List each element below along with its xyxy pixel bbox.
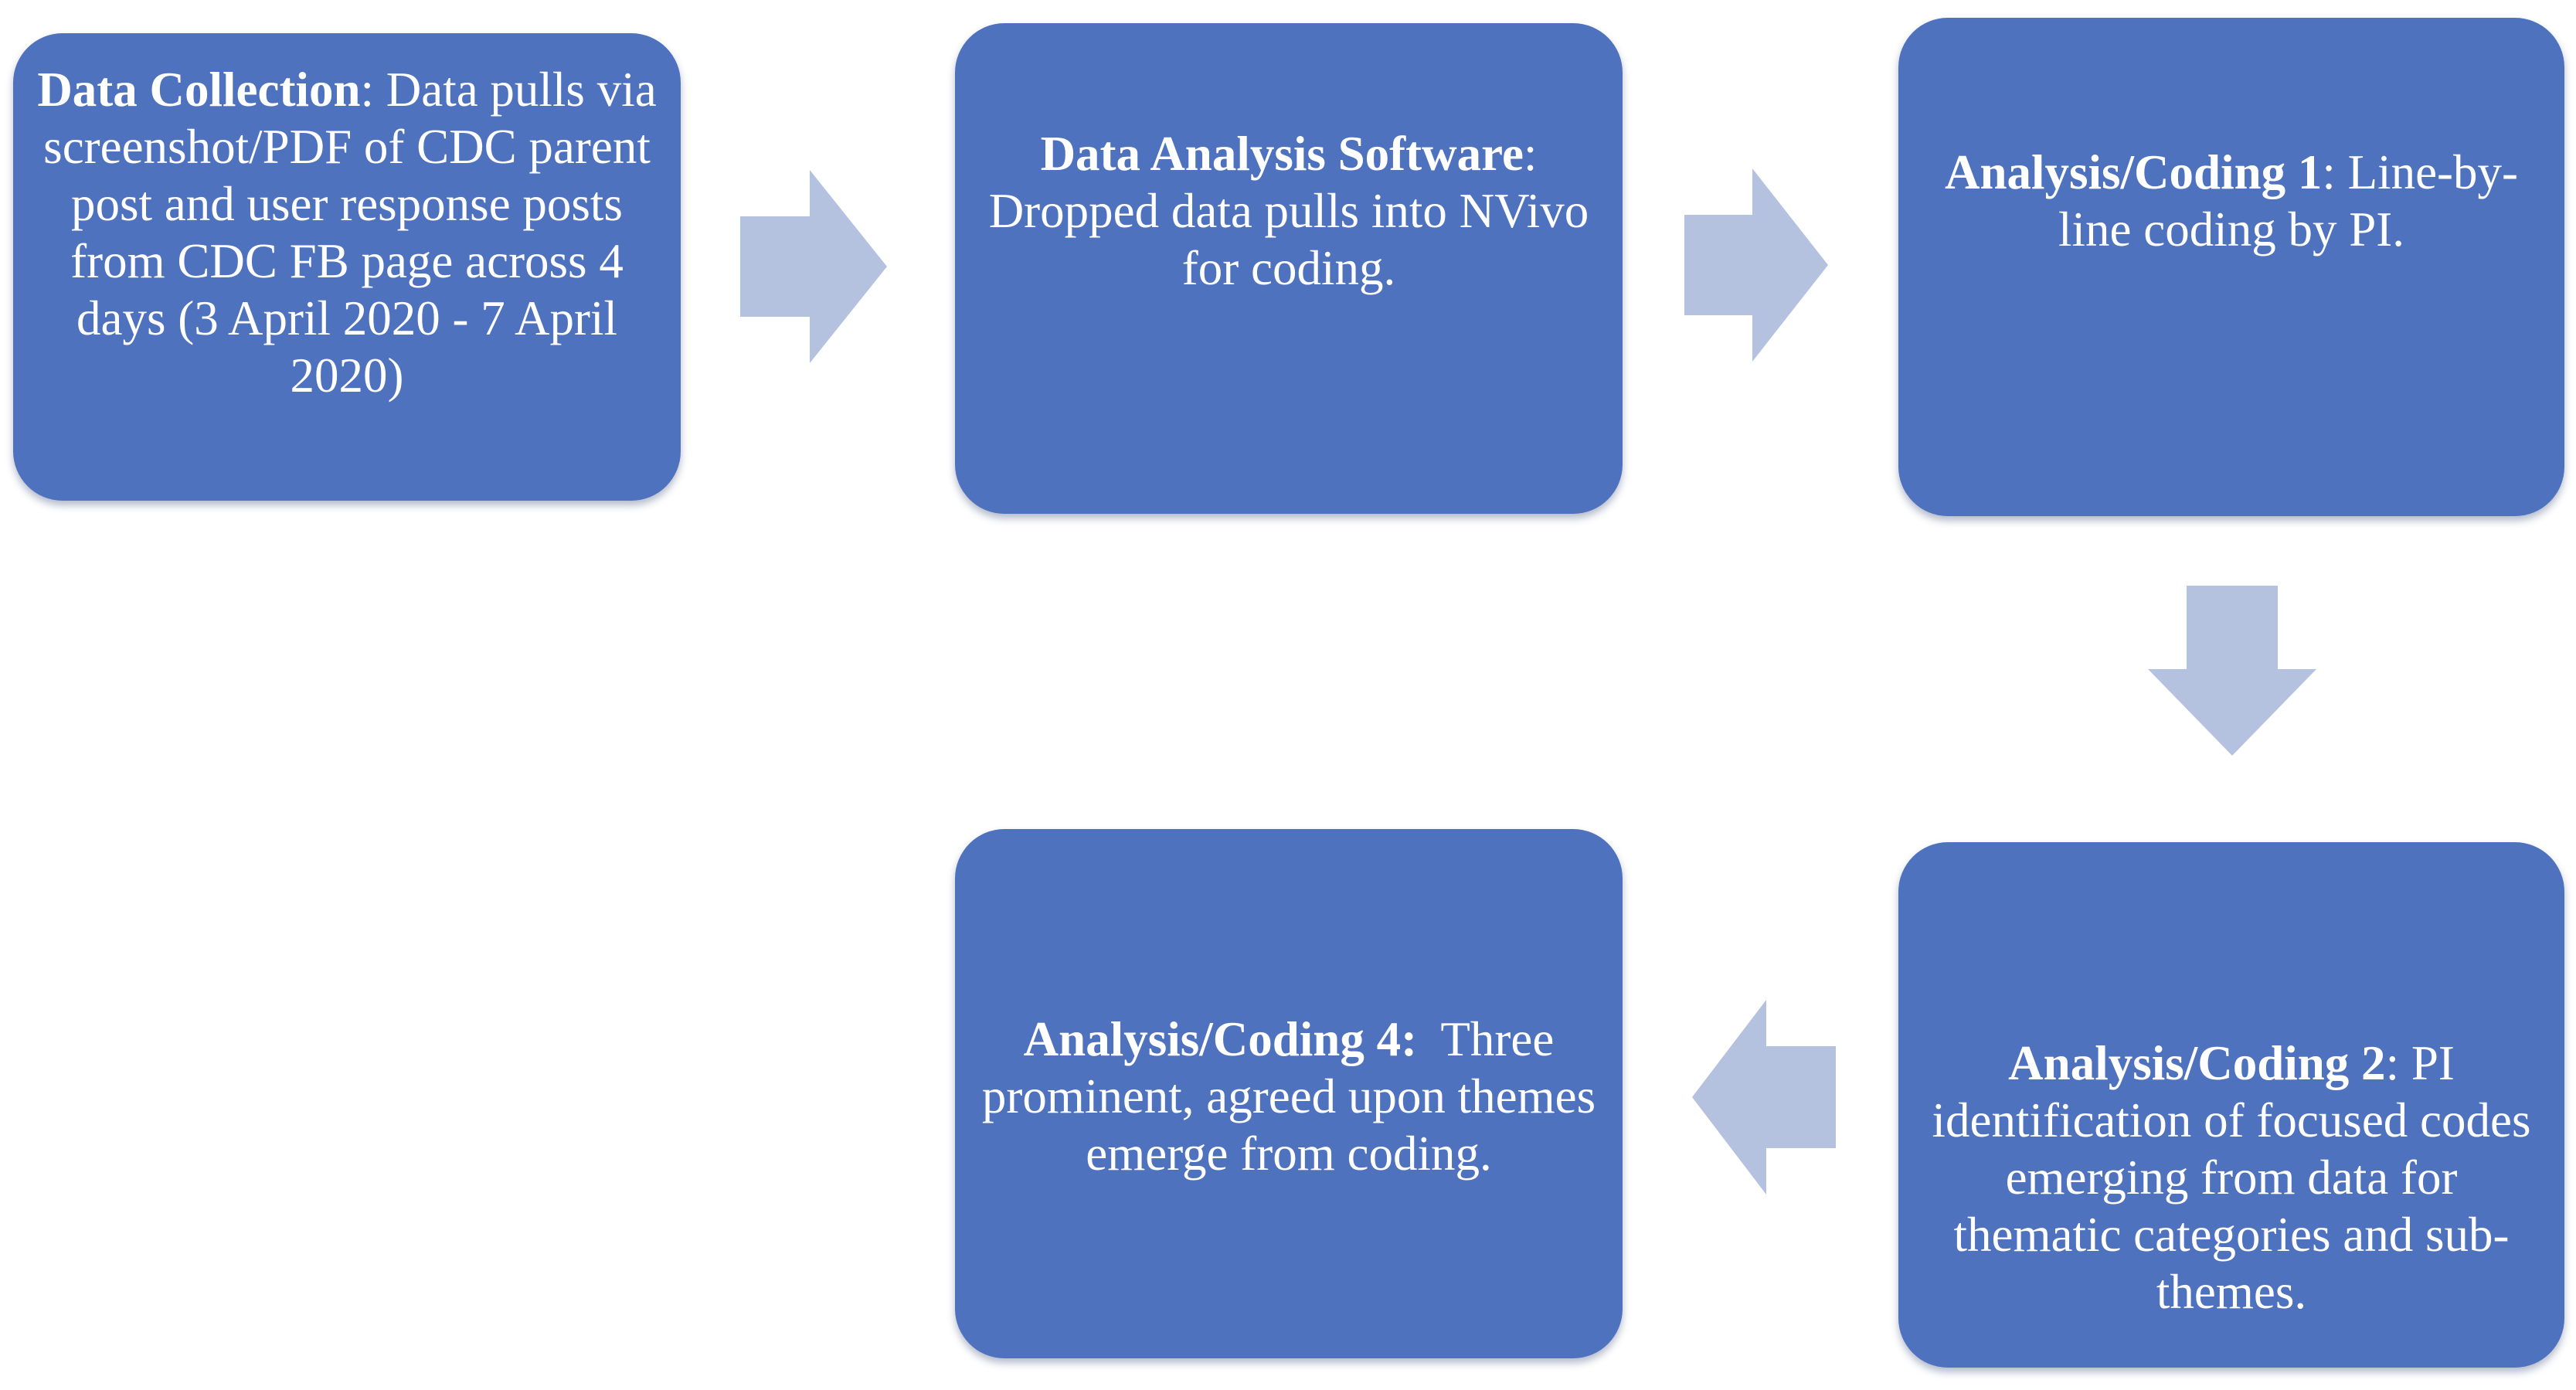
step-data-collection-text: Data Collection: Data pulls via screensh… xyxy=(13,61,681,404)
step-data-analysis-software-title: Data Analysis Software xyxy=(1040,126,1524,181)
arrow-left-shape xyxy=(1692,1000,1836,1195)
step-analysis-coding-4-title: Analysis/Coding 4: xyxy=(1023,1011,1418,1066)
arrow-right-2-shape xyxy=(1684,168,1828,362)
arrow-left xyxy=(1692,1000,1836,1195)
step-analysis-coding-1: Analysis/Coding 1: Line-by-line coding b… xyxy=(1898,18,2564,516)
step-data-collection: Data Collection: Data pulls via screensh… xyxy=(13,33,681,501)
step-analysis-coding-1-text: Analysis/Coding 1: Line-by-line coding b… xyxy=(1898,144,2564,258)
step-analysis-coding-1-title: Analysis/Coding 1 xyxy=(1944,144,2323,199)
arrow-right-2 xyxy=(1684,168,1828,362)
arrow-right-1-shape xyxy=(740,170,887,363)
step-analysis-coding-4-body: Three prominent, agreed upon themes emer… xyxy=(981,1011,1608,1181)
step-analysis-coding-4: Analysis/Coding 4: Three prominent, agre… xyxy=(955,829,1623,1358)
arrow-right-1 xyxy=(740,170,887,363)
step-data-analysis-software: Data Analysis Software: Dropped data pul… xyxy=(955,23,1623,514)
step-analysis-coding-2-title: Analysis/Coding 2 xyxy=(2008,1036,2386,1090)
step-analysis-coding-2: Analysis/Coding 2: PI identification of … xyxy=(1898,842,2564,1368)
arrow-down-shape xyxy=(2148,586,2316,756)
step-analysis-coding-2-text: Analysis/Coding 2: PI identification of … xyxy=(1898,1035,2564,1320)
step-data-analysis-software-body: : Dropped data pulls into NVivo for codi… xyxy=(988,126,1589,295)
arrow-down xyxy=(2148,586,2316,756)
step-analysis-coding-4-text: Analysis/Coding 4: Three prominent, agre… xyxy=(955,1011,1623,1182)
step-data-collection-title: Data Collection xyxy=(37,62,361,117)
step-data-collection-body: : Data pulls via screenshot/PDF of CDC p… xyxy=(43,62,657,403)
step-data-analysis-software-text: Data Analysis Software: Dropped data pul… xyxy=(955,125,1623,297)
step-analysis-coding-1-body: : Line-by-line coding by PI. xyxy=(2058,144,2519,257)
step-analysis-coding-2-body: : PI identification of focused codes eme… xyxy=(1932,1036,2531,1319)
